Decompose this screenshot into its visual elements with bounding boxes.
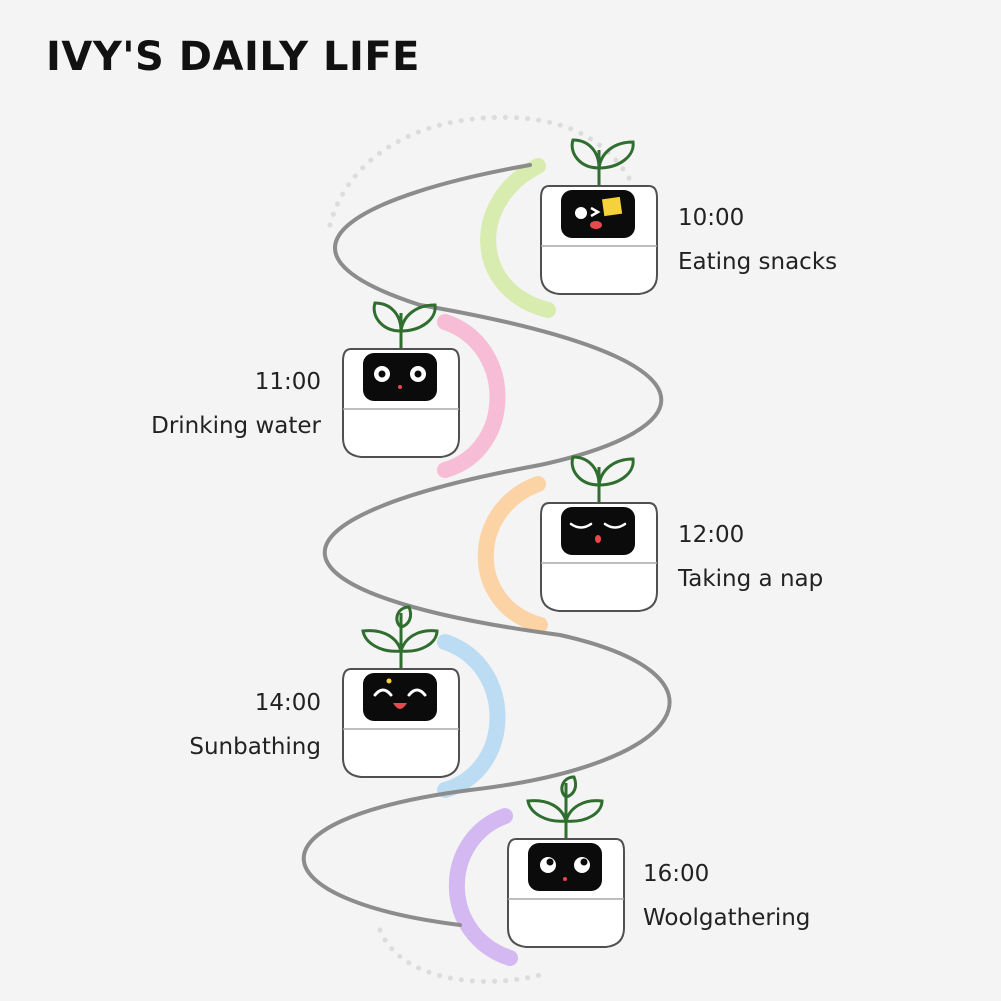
sprout-icon xyxy=(570,138,635,185)
schedule-caption-11: 11:00 Drinking water xyxy=(151,360,321,448)
schedule-caption-10: 10:00 Eating snacks xyxy=(678,196,837,284)
schedule-time: 12:00 xyxy=(678,522,745,548)
schedule-activity: Taking a nap xyxy=(678,566,824,592)
schedule-caption-14: 14:00 Sunbathing xyxy=(189,681,321,769)
arc-pink xyxy=(437,314,506,478)
dotted-halo-decoration xyxy=(327,114,643,984)
schedule-time: 10:00 xyxy=(678,205,745,231)
schedule-caption-12: 12:00 Taking a nap xyxy=(678,513,823,601)
schedule-activity: Sunbathing xyxy=(189,734,321,760)
sprout-icon xyxy=(372,301,437,348)
ivy-pot-drinking-water xyxy=(342,301,460,458)
schedule-time: 11:00 xyxy=(254,369,321,395)
looking-up-icon xyxy=(540,857,590,881)
schedule-activity: Drinking water xyxy=(151,413,321,439)
schedule-time: 16:00 xyxy=(643,861,710,887)
arc-green xyxy=(480,158,556,318)
arc-blue xyxy=(437,634,506,798)
schedule-caption-16: 16:00 Woolgathering xyxy=(643,852,810,940)
page-title: IVY'S DAILY LIFE xyxy=(46,34,420,80)
wide-eyes-icon xyxy=(374,366,426,389)
ivy-pot-eating-snacks xyxy=(540,138,658,295)
happy-icon xyxy=(373,678,427,709)
sprout-icon xyxy=(526,775,604,838)
ivy-pot-woolgathering xyxy=(507,775,625,948)
sleepy-icon xyxy=(569,522,627,543)
timeline-path xyxy=(301,163,672,927)
wink-snack-icon xyxy=(575,196,623,229)
schedule-time: 14:00 xyxy=(254,690,321,716)
arc-purple xyxy=(448,808,518,966)
sprout-icon xyxy=(361,605,439,668)
ivy-pot-sunbathing xyxy=(342,605,460,778)
schedule-activity: Woolgathering xyxy=(643,905,811,931)
arc-orange xyxy=(477,476,548,633)
schedule-activity: Eating snacks xyxy=(678,249,838,275)
color-arcs xyxy=(437,158,556,966)
sprout-icon xyxy=(570,455,635,502)
ivy-pot-taking-a-nap xyxy=(540,455,658,612)
